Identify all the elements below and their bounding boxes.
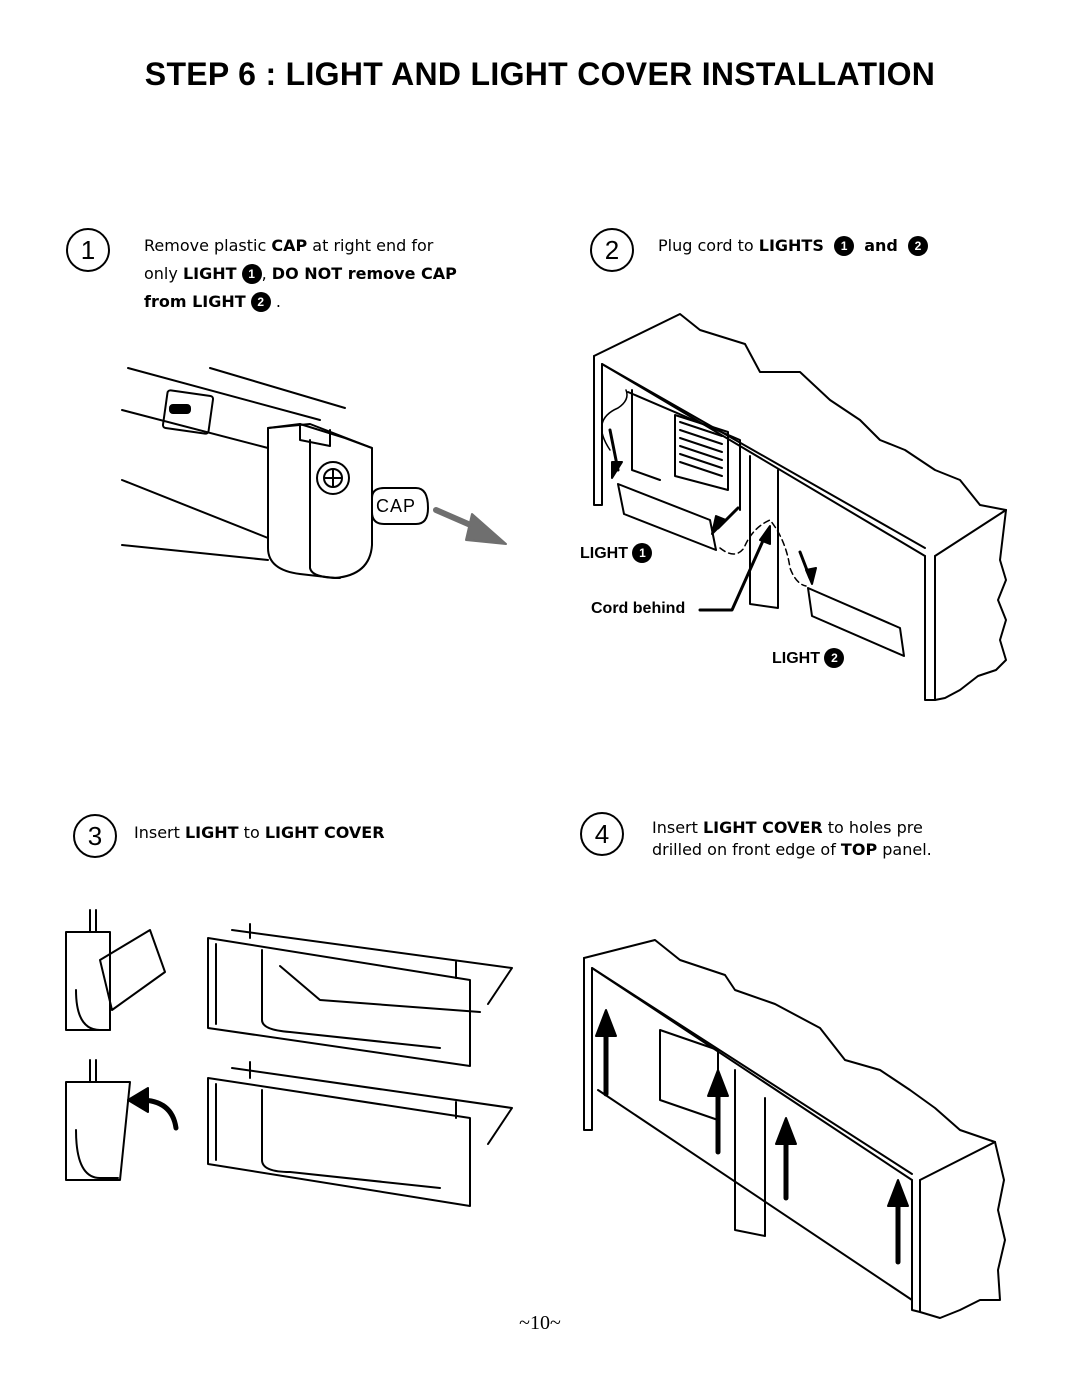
light-2-label: LIGHT 2 [772,648,845,668]
step-2-instructions: Plug cord to LIGHTS 1 and 2 [658,232,978,260]
badge-1: 1 [241,264,262,284]
page-number: ~10~ [519,1312,561,1334]
page-title: STEP 6 : LIGHT AND LIGHT COVER INSTALLAT… [144,56,936,92]
badge-2: 2 [908,236,929,256]
step-3-number: 3 [73,814,117,858]
step-2-number: 2 [590,228,634,272]
step-3-instructions: Insert LIGHT to LIGHT COVER [134,823,385,842]
light-fixture-figure [121,367,429,579]
step-4-number: 4 [580,812,624,856]
cabinet-figure-lights [593,313,1007,701]
cord-behind-label: Cord behind [591,600,686,617]
badge-2: 2 [824,648,845,668]
step-1-instructions: Remove plastic CAP at right end for only… [144,236,457,312]
cabinet-figure-covers [583,939,1006,1319]
cover-insertion-figure [65,909,513,1207]
step-4-instructions: Insert LIGHT COVER to holes pre drilled … [652,818,932,859]
cap-label: CAP [376,496,417,516]
badge-1: 1 [632,543,653,563]
badge-2: 2 [250,292,271,312]
badge-1: 1 [834,236,855,256]
step-1-number: 1 [66,228,110,272]
light-1-label: LIGHT 1 [580,543,653,563]
